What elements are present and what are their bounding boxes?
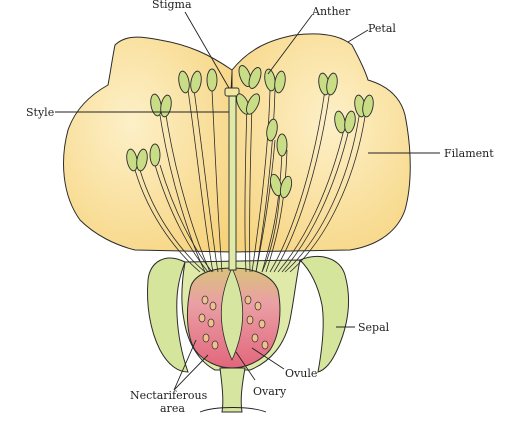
label-nectariferous-area: area [160,402,185,415]
ovules [198,295,269,350]
label-nectariferous: Nectariferous [130,389,208,402]
label-ovule: Ovule [285,367,317,380]
style [228,94,237,271]
base-line [199,407,267,413]
label-filament: Filament [444,147,494,160]
label-stigma: Stigma [152,0,192,11]
pedicel [219,367,246,413]
label-sepal: Sepal [358,321,390,334]
stigma [224,87,240,97]
sepal-left [147,257,189,373]
filaments [134,89,367,273]
label-anther: Anther [311,5,351,18]
label-ovary: Ovary [253,385,287,398]
label-style: Style [26,106,54,119]
label-petal: Petal [368,22,396,35]
ovary-axis [220,267,244,361]
anthers [126,65,374,199]
petal-left [63,36,233,253]
sepal-right [299,256,350,373]
leader-lines [55,11,440,391]
petal-right [231,33,411,253]
